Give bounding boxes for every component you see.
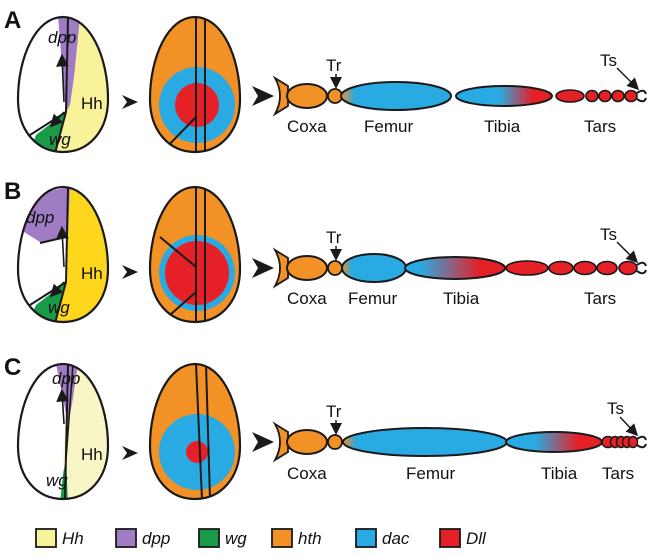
arrow-large <box>252 432 274 452</box>
legend-swatch <box>439 528 461 548</box>
trochanter-segment <box>327 434 343 450</box>
femur-segment <box>342 427 508 457</box>
coxa-segment <box>286 429 328 455</box>
tars-label: Tars <box>584 117 616 136</box>
coxa-label: Coxa <box>287 464 327 483</box>
legend-item-hth: hth <box>271 528 322 548</box>
arrow-small <box>122 265 138 279</box>
expression-disc <box>148 185 242 324</box>
body-wall <box>272 421 289 463</box>
wg-label: wg <box>49 130 71 149</box>
legend-swatch <box>271 528 293 548</box>
femur-label: Femur <box>406 464 455 483</box>
legend-swatch <box>35 528 57 548</box>
tars-label: Tars <box>584 289 616 308</box>
claw <box>636 435 647 449</box>
leg: Tr Ts Coxa Femur Tibia Tars <box>272 225 647 308</box>
trochanter-segment <box>327 88 343 104</box>
dpp-label: dpp <box>26 208 54 227</box>
tarsal-segment <box>611 89 625 103</box>
legend-item-dll: Dll <box>439 528 487 548</box>
leg: Tr Ts Coxa Femur Tibia Tars <box>272 51 647 136</box>
tarsal-segment <box>596 260 618 276</box>
legend-label: hth <box>298 529 322 548</box>
tarsal-segment <box>573 260 597 276</box>
tarsal-segment <box>618 260 638 276</box>
legend-swatch <box>115 528 137 548</box>
leg: Tr Ts Coxa Femur Tibia Tars <box>272 399 647 483</box>
panel-c: C dpp wg Hh <box>4 354 647 501</box>
tarsal-segment <box>627 435 639 449</box>
panel-letter: B <box>4 178 21 205</box>
tarsal-segment <box>598 89 612 103</box>
expression-disc <box>148 362 242 501</box>
arrow-small <box>122 95 138 109</box>
tars-label: Tars <box>602 464 634 483</box>
ts-label: Ts <box>600 51 617 70</box>
legend-item-dac: dac <box>355 528 410 548</box>
body-wall <box>272 247 289 289</box>
tibia-label: Tibia <box>484 117 521 136</box>
genetic-disc: dpp wg Hh <box>16 362 110 501</box>
coxa-segment <box>286 255 328 281</box>
dpp-domain <box>58 17 80 112</box>
ts-label: Ts <box>600 225 617 244</box>
tibia-segment <box>505 431 603 453</box>
panel-a: A dpp wg Hh <box>4 7 647 154</box>
genetic-disc: dpp wg Hh <box>16 185 110 324</box>
femur-segment <box>341 253 407 283</box>
tr-label: Tr <box>326 402 342 421</box>
tibia-label: Tibia <box>443 289 480 308</box>
expression-disc <box>148 15 242 154</box>
legend-label: dpp <box>142 529 170 548</box>
arrow-large <box>252 258 274 278</box>
tr-label: Tr <box>326 56 342 75</box>
tarsal-segment <box>548 260 574 276</box>
tarsal-segment <box>505 260 549 276</box>
panel-letter: A <box>4 7 21 34</box>
hh-label: Hh <box>81 445 103 464</box>
legend-label: Hh <box>62 529 84 548</box>
panel-b: B dpp wg Hh <box>4 178 647 324</box>
ts-label: Ts <box>607 399 624 418</box>
femur-label: Femur <box>348 289 397 308</box>
trochanter-segment <box>327 260 343 276</box>
coxa-label: Coxa <box>287 117 327 136</box>
tarsal-segment <box>624 89 638 103</box>
legend-item-hh: Hh <box>35 528 84 548</box>
arrow-large <box>252 86 274 106</box>
wg-label: wg <box>48 298 70 317</box>
body-wall <box>272 75 289 117</box>
coxa-label: Coxa <box>287 289 327 308</box>
dpp-label: dpp <box>48 28 76 47</box>
legend-swatch <box>198 528 220 548</box>
legend-item-dpp: dpp <box>115 528 170 548</box>
legend: Hh dpp wg hth dac Dll <box>35 528 487 548</box>
tarsal-segment <box>585 89 599 103</box>
legend-label: wg <box>225 529 247 548</box>
panel-letter: C <box>4 354 21 381</box>
coxa-segment <box>286 83 328 109</box>
claw <box>636 261 647 275</box>
genetic-disc: dpp wg Hh <box>16 15 110 154</box>
legend-item-wg: wg <box>198 528 247 548</box>
legend-label: dac <box>382 529 410 548</box>
arrow-small <box>122 446 138 460</box>
hh-label: Hh <box>81 94 103 113</box>
tr-label: Tr <box>326 228 342 247</box>
legend-swatch <box>355 528 377 548</box>
tarsal-segment <box>555 89 585 103</box>
legend-label: Dll <box>466 529 487 548</box>
wg-label: wg <box>46 471 68 490</box>
claw <box>636 89 647 103</box>
dpp-label: dpp <box>52 369 80 388</box>
hh-label: Hh <box>81 264 103 283</box>
femur-label: Femur <box>364 117 413 136</box>
femur-segment <box>340 81 452 111</box>
tibia-label: Tibia <box>541 464 578 483</box>
tibia-segment <box>455 85 553 107</box>
tibia-segment <box>404 256 506 280</box>
